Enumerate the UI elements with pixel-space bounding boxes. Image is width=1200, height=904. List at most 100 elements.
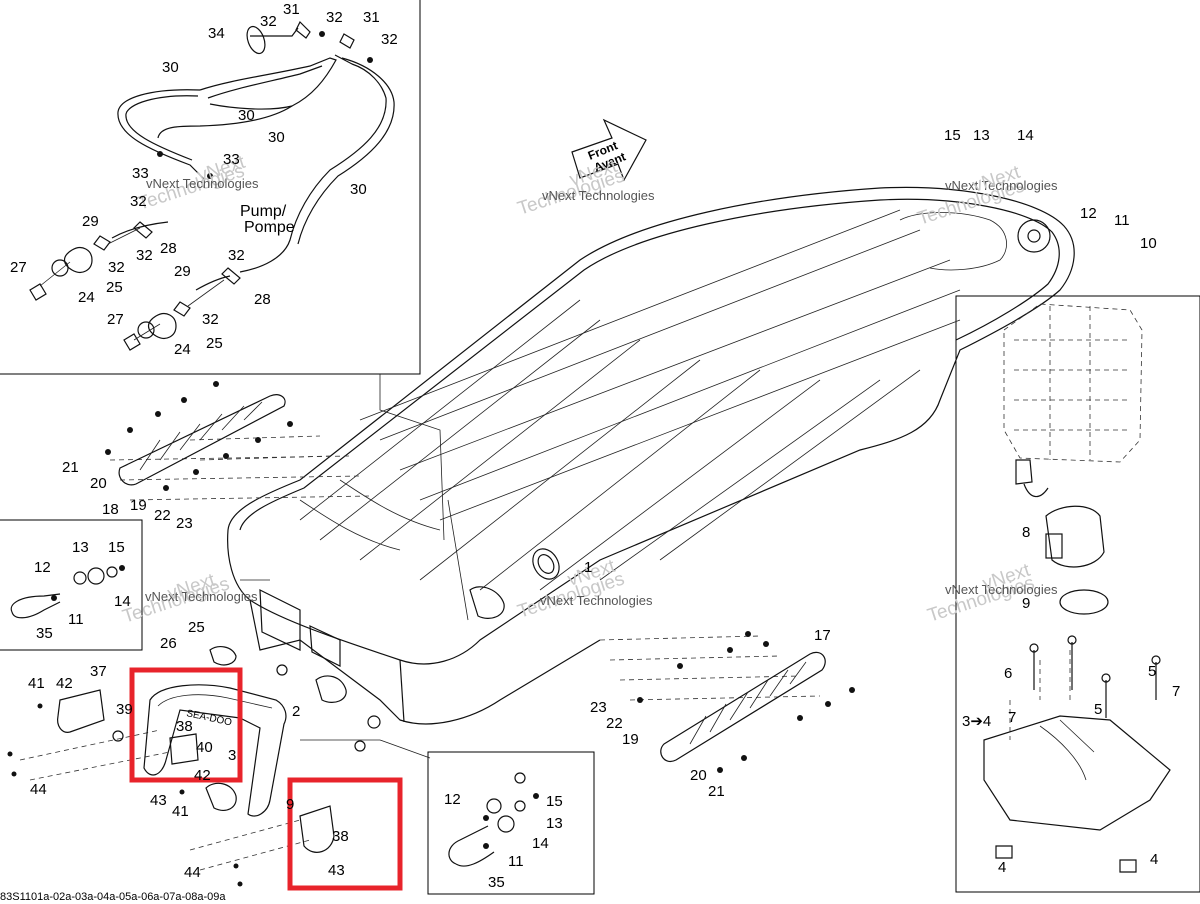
svg-text:11: 11 — [508, 853, 524, 870]
leader-lines — [19, 374, 1071, 871]
svg-text:9: 9 — [1022, 595, 1030, 612]
svg-text:11: 11 — [1114, 212, 1130, 229]
svg-text:31: 31 — [283, 1, 300, 18]
bottom-inset-frame — [427, 751, 595, 895]
svg-text:31: 31 — [363, 9, 380, 26]
reference-code: 83S1101a-02a-03a-04a-05a-06a-07a-08a-09a — [0, 891, 226, 903]
svg-text:27: 27 — [10, 259, 27, 276]
svg-text:32: 32 — [136, 247, 153, 264]
highlight-box-upper — [129, 667, 243, 783]
svg-text:29: 29 — [82, 213, 99, 230]
svg-text:6: 6 — [1004, 665, 1012, 682]
svg-text:12: 12 — [444, 791, 461, 808]
svg-text:9: 9 — [286, 796, 294, 813]
bottom-inset-parts — [448, 772, 539, 867]
callouts-right-inset: 8 9 6 5 7 7 5 3➔4 4 4 — [962, 524, 1180, 876]
svg-text:25: 25 — [206, 335, 223, 352]
callouts-left-inset: 13 15 12 14 11 35 — [34, 539, 131, 642]
svg-text:1: 1 — [584, 559, 592, 576]
svg-text:29: 29 — [174, 263, 191, 280]
svg-text:41: 41 — [28, 675, 45, 692]
svg-text:20: 20 — [90, 475, 107, 492]
svg-text:7: 7 — [1008, 709, 1016, 726]
svg-text:12: 12 — [34, 559, 51, 576]
svg-text:4: 4 — [998, 859, 1006, 876]
svg-text:2: 2 — [292, 703, 300, 720]
right-inset-parts — [983, 303, 1171, 873]
svg-text:33: 33 — [132, 165, 149, 182]
svg-text:26: 26 — [160, 635, 177, 652]
svg-text:23: 23 — [590, 699, 607, 716]
svg-text:32: 32 — [108, 259, 125, 276]
svg-text:8: 8 — [1022, 524, 1030, 541]
callouts-bottom-left: 37 41 42 39 38 40 3 42 43 41 44 44 9 — [28, 663, 294, 881]
pump-label: Pump/ — [240, 203, 287, 220]
svg-text:33: 33 — [223, 151, 240, 168]
svg-text:27: 27 — [107, 311, 124, 328]
svg-text:13: 13 — [72, 539, 89, 556]
svg-text:32: 32 — [260, 13, 277, 30]
svg-text:15: 15 — [944, 127, 961, 144]
callouts-top-left: 31 32 34 32 31 32 30 30 30 30 33 33 32 2… — [10, 1, 398, 358]
svg-text:10: 10 — [1140, 235, 1157, 252]
svg-text:38: 38 — [176, 718, 193, 735]
svg-text:15: 15 — [546, 793, 563, 810]
svg-text:30: 30 — [268, 129, 285, 146]
svg-text:15: 15 — [108, 539, 125, 556]
svg-text:22: 22 — [154, 507, 171, 524]
callouts-bottom-inset: 12 15 13 14 11 35 — [444, 791, 563, 891]
right-inset-frame — [955, 295, 1200, 893]
svg-text:11: 11 — [68, 611, 84, 628]
svg-text:32: 32 — [228, 247, 245, 264]
svg-text:35: 35 — [36, 625, 53, 642]
svg-text:44: 44 — [30, 781, 47, 798]
svg-text:3➔4: 3➔4 — [962, 713, 991, 730]
svg-text:28: 28 — [160, 240, 177, 257]
svg-text:vNext Technologies: vNext Technologies — [540, 593, 653, 608]
callouts-left-mid: 21 20 19 18 22 23 — [62, 459, 193, 532]
svg-text:18: 18 — [102, 501, 119, 518]
intake-grate-left — [105, 381, 293, 491]
svg-text:24: 24 — [78, 289, 95, 306]
svg-text:14: 14 — [532, 835, 549, 852]
svg-text:22: 22 — [606, 715, 623, 732]
svg-text:32: 32 — [202, 311, 219, 328]
rear-grab-handle: SEA-DOO — [7, 684, 335, 887]
svg-text:vNext Technologies: vNext Technologies — [945, 582, 1058, 597]
svg-text:28: 28 — [254, 291, 271, 308]
hose-assembly — [29, 20, 395, 351]
pompe-label: Pompe — [244, 219, 295, 236]
svg-text:24: 24 — [174, 341, 191, 358]
svg-text:34: 34 — [208, 25, 225, 42]
svg-text:14: 14 — [114, 593, 131, 610]
svg-text:43: 43 — [328, 862, 345, 879]
svg-text:17: 17 — [814, 627, 831, 644]
svg-text:25: 25 — [106, 279, 123, 296]
svg-text:41: 41 — [172, 803, 189, 820]
svg-text:19: 19 — [130, 497, 147, 514]
left-inset-parts — [10, 565, 125, 619]
svg-text:23: 23 — [176, 515, 193, 532]
svg-text:38: 38 — [332, 828, 349, 845]
svg-text:35: 35 — [488, 874, 505, 891]
svg-text:14: 14 — [1017, 127, 1034, 144]
svg-text:7: 7 — [1172, 683, 1180, 700]
svg-text:13: 13 — [973, 127, 990, 144]
svg-text:5: 5 — [1148, 663, 1156, 680]
svg-text:13: 13 — [546, 815, 563, 832]
svg-text:vNext Technologies: vNext Technologies — [145, 589, 258, 604]
svg-text:42: 42 — [56, 675, 73, 692]
svg-text:32: 32 — [381, 31, 398, 48]
callouts-red-box: 38 43 — [328, 828, 349, 879]
intake-grate-right — [637, 631, 855, 773]
svg-text:32: 32 — [130, 193, 147, 210]
svg-text:30: 30 — [162, 59, 179, 76]
svg-text:43: 43 — [150, 792, 167, 809]
svg-text:40: 40 — [196, 739, 213, 756]
highlight-box-lower — [287, 777, 403, 891]
svg-text:32: 32 — [326, 9, 343, 26]
svg-text:21: 21 — [708, 783, 725, 800]
hull — [209, 186, 1075, 752]
top-left-inset-frame — [0, 0, 421, 375]
